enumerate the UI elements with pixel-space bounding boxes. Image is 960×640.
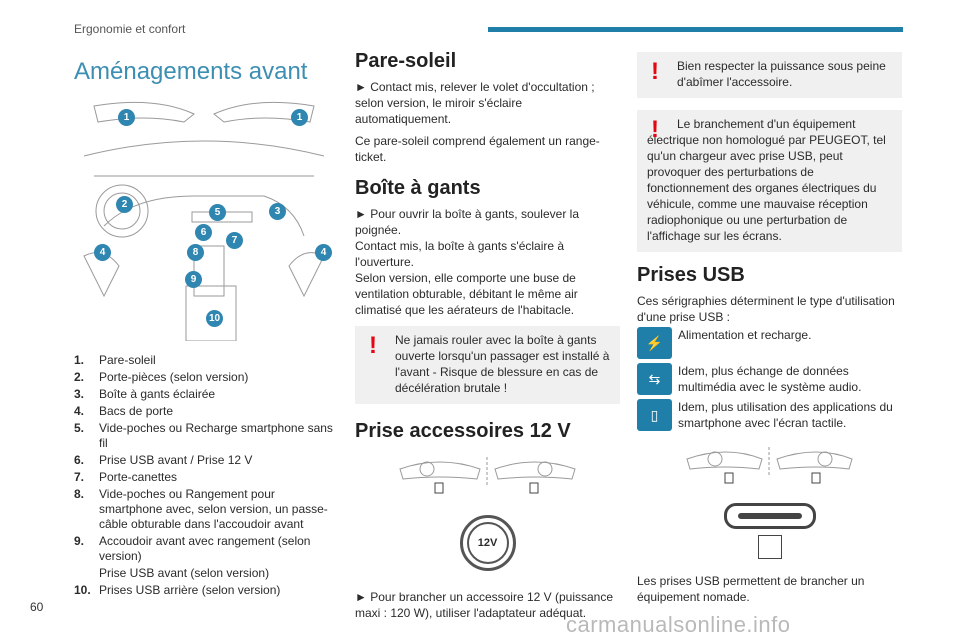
usb-type-text: Alimentation et recharge. (678, 328, 812, 342)
interior-drawing (83, 101, 325, 342)
legend-text: Prises USB arrière (selon version) (99, 583, 281, 597)
usb-port-figure (637, 503, 902, 559)
legend-number: 10. (74, 583, 91, 597)
legend-item: 4. Bacs de porte (74, 404, 336, 419)
watermark: carmanualsonline.info (566, 612, 791, 637)
warning-text-1: Ne jamais rouler avec la boîte à gants o… (395, 333, 610, 395)
legend-text: Vide-poches ou Recharge smartphone sans … (99, 421, 333, 450)
header-accent-bar (488, 27, 903, 32)
boite-text-2: Contact mis, la boîte à gants s'éclaire … (355, 239, 565, 269)
legend-number: 5. (74, 421, 85, 435)
usb-type-row: ⇆Idem, plus échange de données multimédi… (637, 363, 902, 395)
usb-sun-visor-diagram (637, 439, 902, 501)
callout-5: 5 (209, 204, 226, 221)
warning-exclamation-icon: ! (369, 332, 377, 359)
legend-item: 5. Vide-poches ou Recharge smartphone san… (74, 421, 336, 451)
usb-screen-icon (757, 535, 782, 559)
usb-type-text: Idem, plus utilisation des applications … (678, 400, 893, 430)
legend-item: 9. Accoudoir avant avec rangement (selon … (74, 534, 336, 564)
warning-text-2: Bien respecter la puissance sous peine d… (677, 59, 886, 89)
legend-number (74, 566, 99, 581)
boite-text-3: Selon version, elle comporte une buse de… (355, 271, 578, 317)
legend-number: 9. (74, 534, 85, 548)
legend-number: 4. (74, 404, 85, 418)
usb-type-text: Idem, plus échange de données multimédia… (678, 364, 862, 394)
legend-number: 8. (74, 487, 85, 501)
header-section-title: Ergonomie et confort (74, 22, 186, 36)
warning-exclamation-icon: ! (651, 116, 659, 143)
legend-text: Porte-pièces (selon version) (99, 370, 249, 384)
legend-list: 1. Pare-soleil 2. Porte-pièces (selon versi… (74, 353, 336, 598)
callout-4: 4 (315, 244, 332, 261)
legend-item: 2. Porte-pièces (selon version) (74, 370, 336, 385)
socket-12v-figure: 12V (355, 515, 620, 571)
socket-12v-label: 12V (466, 522, 509, 564)
legend-text: Accoudoir avant avec rangement (selon ve… (99, 534, 311, 563)
legend-number: 3. (74, 387, 85, 401)
callout-8: 8 (187, 244, 204, 261)
callout-1: 1 (118, 109, 135, 126)
legend-item: 7. Porte-canettes (74, 470, 336, 485)
legend-item: 3. Boîte à gants éclairée (74, 387, 336, 402)
legend-item: 8. Vide-poches ou Rangement pour smartpho… (74, 487, 336, 532)
heading-pare-soleil: Pare-soleil (355, 50, 457, 72)
callout-10: 10 (206, 310, 223, 327)
prise-text-1: ► Pour brancher un accessoire 12 V (puis… (355, 590, 614, 620)
page-title: Aménagements avant (74, 58, 308, 85)
usb-type-row: ▯Idem, plus utilisation des applications… (637, 399, 902, 431)
smartphone-app-icon: ▯ (637, 399, 672, 431)
sun-visor-diagram (355, 449, 620, 511)
callout-2: 2 (116, 196, 133, 213)
page-number: 60 (30, 600, 44, 614)
heading-boite-gants: Boîte à gants (355, 177, 481, 199)
legend-text: Vide-poches ou Rangement pour smartphone… (99, 487, 328, 531)
legend-number: 2. (74, 370, 85, 384)
column-equipements: Pare-soleil ► Contact mis, relever le vo… (355, 50, 620, 627)
legend-text: Pare-soleil (99, 353, 156, 367)
legend-text: Boîte à gants éclairée (99, 387, 216, 401)
legend-number: 6. (74, 453, 85, 467)
callout-6: 6 (195, 224, 212, 241)
legend-text: Prise USB avant (selon version) (99, 566, 270, 580)
warning-box-1: ! Ne jamais rouler avec la boîte à gants… (355, 326, 620, 404)
pare-soleil-text-2: Ce pare-soleil comprend également un ran… (355, 134, 600, 164)
legend-number: 7. (74, 470, 85, 484)
boite-text-1: ► Pour ouvrir la boîte à gants, soulever… (355, 207, 579, 237)
usb-intro: Ces sérigraphies déterminent le type d'u… (637, 294, 895, 324)
callout-9: 9 (185, 271, 202, 288)
callout-1: 1 (291, 109, 308, 126)
battery-charge-icon: ⚡ (637, 327, 672, 359)
pare-soleil-text-1: ► Contact mis, relever le volet d'occult… (355, 80, 595, 126)
callout-3: 3 (269, 203, 286, 220)
callout-4: 4 (94, 244, 111, 261)
callout-7: 7 (226, 232, 243, 249)
legend-item: Prise USB avant (selon version) (74, 566, 336, 581)
heading-prises-usb: Prises USB (637, 264, 745, 286)
legend-text: Porte-canettes (99, 470, 178, 484)
legend-item: 6. Prise USB avant / Prise 12 V (74, 453, 336, 468)
warning-exclamation-icon: ! (651, 58, 659, 85)
usb-final-text: Les prises USB permettent de brancher un… (637, 574, 865, 604)
usb-data-icon: ⇆ (637, 363, 672, 395)
legend-text: Prise USB avant / Prise 12 V (99, 453, 253, 467)
warning-box-2: ! Bien respecter la puissance sous peine… (637, 52, 902, 98)
warning-text-3: Le branchement d'un équipement électriqu… (647, 117, 886, 243)
usb-type-row: ⚡ Alimentation et recharge. (637, 327, 902, 359)
legend-number: 1. (74, 353, 85, 367)
legend-item: 10. Prises USB arrière (selon version) (74, 583, 336, 598)
column-usb: ! Bien respecter la puissance sous peine… (637, 50, 902, 611)
warning-box-3: ! Le branchement d'un équipement électri… (637, 110, 902, 252)
legend-item: 1. Pare-soleil (74, 353, 336, 368)
usb-type-list: ⚡ Alimentation et recharge. ⇆Idem, plus éc… (637, 327, 902, 431)
heading-prise-12v: Prise accessoires 12 V (355, 420, 571, 442)
legend-text: Bacs de porte (99, 404, 174, 418)
